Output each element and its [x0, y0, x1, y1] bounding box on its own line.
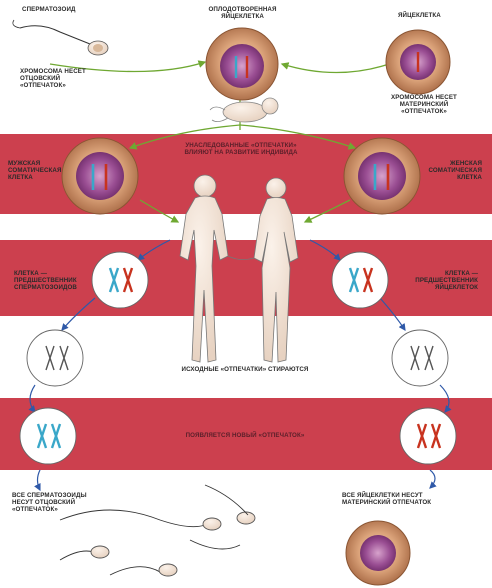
- new-imprint-cell-left: [19, 407, 77, 465]
- label-new-imprint: ПОЯВЛЯЕТСЯ НОВЫЙ «ОТПЕЧАТОК»: [185, 432, 305, 439]
- label-egg: ЯЙЦЕКЛЕТКА: [398, 12, 441, 19]
- label-sperm: СПЕРМАТОЗОИД: [22, 6, 76, 13]
- label-sperm-precursor: КЛЕТКА — ПРЕДШЕСТВЕННИК СПЕРМАТОЗОИДОВ: [14, 270, 77, 291]
- erased-cell-right: [391, 329, 449, 387]
- baby-figure: [209, 97, 279, 123]
- egg-cell-bottom: [345, 520, 411, 586]
- band-precursor: [0, 240, 492, 316]
- label-maternal-chromosome: ХРОМОСОМА НЕСЕТ МАТЕРИНСКИЙ «ОТПЕЧАТОК»: [391, 94, 457, 115]
- label-all-eggs: ВСЕ ЯЙЦЕКЛЕТКИ НЕСУТ МАТЕРИНСКИЙ ОТПЕЧАТ…: [342, 492, 432, 506]
- sperm-bottom-group: [59, 484, 256, 577]
- label-egg-precursor: КЛЕТКА — ПРЕДШЕСТВЕННИК ЯЙЦЕКЛЕТОК: [415, 270, 478, 291]
- label-imprints-erased: ИСХОДНЫЕ «ОТПЕЧАТКИ» СТИРАЮТСЯ: [181, 366, 309, 373]
- blue-arrows: [28, 239, 452, 492]
- erased-cell-left: [26, 329, 84, 387]
- woman-figure: [253, 177, 299, 363]
- label-paternal-chromosome: ХРОМОСОМА НЕСЕТ ОТЦОВСКИЙ «ОТПЕЧАТОК»: [20, 68, 86, 89]
- label-male-somatic: МУЖСКАЯ СОМАТИЧЕСКАЯ КЛЕТКА: [8, 160, 62, 181]
- holding-hands: [227, 255, 255, 260]
- new-imprint-cell-right: [399, 407, 457, 465]
- female-somatic-cell: [343, 137, 421, 215]
- fertilized-egg-cell: [205, 27, 279, 101]
- green-arrows: [49, 60, 396, 223]
- label-fertilized-egg: ОПЛОДОТВОРЕННАЯ ЯЙЦЕКЛЕТКА: [208, 6, 277, 20]
- label-female-somatic: ЖЕНСКАЯ СОМАТИЧЕСКАЯ КЛЕТКА: [428, 160, 482, 181]
- egg-precursor-cell: [331, 251, 389, 309]
- label-all-sperm: ВСЕ СПЕРМАТОЗОИДЫ НЕСУТ ОТЦОВСКИЙ «ОТПЕЧ…: [12, 492, 87, 513]
- male-somatic-cell: [61, 137, 139, 215]
- man-figure: [179, 174, 229, 363]
- label-inherited-imprints: УНАСЛЕДОВАННЫЕ «ОТПЕЧАТКИ» ВЛИЯЮТ НА РАЗ…: [184, 142, 298, 156]
- egg-cell-top: [385, 29, 451, 95]
- sperm-top: [12, 19, 109, 56]
- sperm-precursor-cell: [91, 251, 149, 309]
